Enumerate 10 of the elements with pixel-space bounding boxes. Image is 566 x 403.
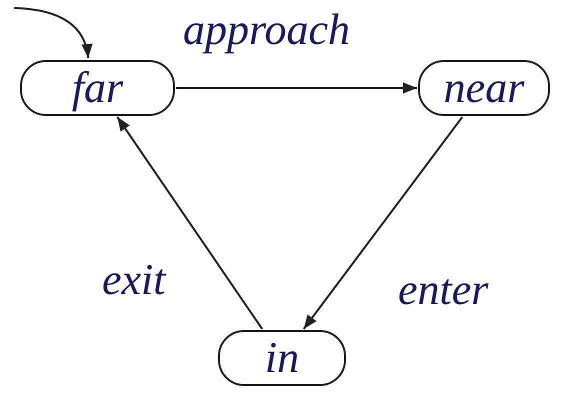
- transition-arrow: [302, 116, 464, 330]
- state-name: near: [444, 66, 524, 110]
- state-name: in: [264, 336, 300, 380]
- state-box: [418, 60, 550, 116]
- transition-arrow: [116, 116, 264, 330]
- transition-arrow: [176, 82, 417, 94]
- state-box: [218, 330, 346, 386]
- state-name: far: [72, 66, 124, 110]
- state-box: [20, 60, 175, 116]
- initial-arrow: [14, 7, 92, 58]
